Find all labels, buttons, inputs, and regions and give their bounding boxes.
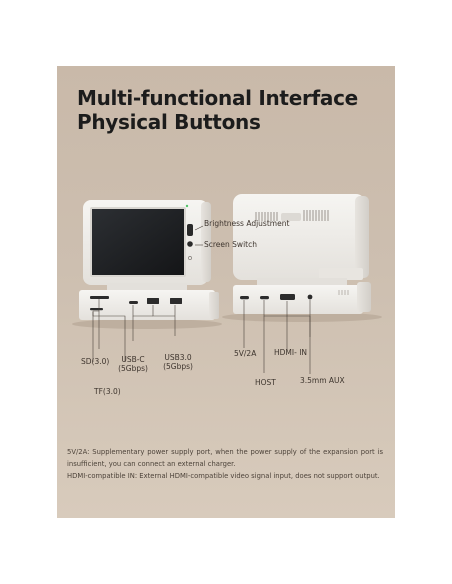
usb3-label: USB3.0 (5Gbps) [161,353,195,371]
sd-slot [90,296,109,299]
usb3-port-2 [170,298,182,304]
usb-c-label: USB-C (5Gbps) [117,355,149,373]
headline-line-1: Multi-functional Interface [77,86,358,110]
headline-line-2: Physical Buttons [77,110,261,134]
usb3-port-1 [147,298,159,304]
right-monitor-back [233,194,369,280]
product-card: Multi-functional Interface Physical Butt… [57,66,395,518]
usb-c-port [129,301,138,304]
hdmi-in-port [280,294,295,300]
host-label: HOST [255,378,276,387]
usb3-speed: (5Gbps) [163,361,193,371]
hdmi-note: HDMI-compatible IN: External HDMI-compat… [67,472,380,480]
screen-switch-label: Screen Switch [204,240,257,249]
product-illustration [72,194,382,374]
tf-label: TF(3.0) [94,387,121,396]
host-port [260,296,269,300]
port-notes: 5V/2A: Supplementary power supply port, … [67,446,383,482]
hdmi-in-label: HDMI- IN [274,348,308,357]
power-note: 5V/2A: Supplementary power supply port, … [67,448,383,468]
headline: Multi-functional Interface Physical Butt… [77,86,358,134]
power-label: 5V/2A [234,349,257,358]
power-port [240,296,249,300]
tf-slot [90,308,103,311]
usb-c-name: USB-C [121,355,145,364]
left-monitor [83,200,211,285]
left-dock-base [79,290,219,320]
brightness-label: Brightness Adjustment [204,219,290,228]
aux-label: 3.5mm AUX [300,376,345,385]
usb-c-speed: (5Gbps) [118,363,148,373]
aux-jack [307,294,313,300]
usb3-name: USB3.0 [164,353,192,362]
right-dock-base [233,282,371,314]
sd-label: SD(3.0) [81,357,110,366]
